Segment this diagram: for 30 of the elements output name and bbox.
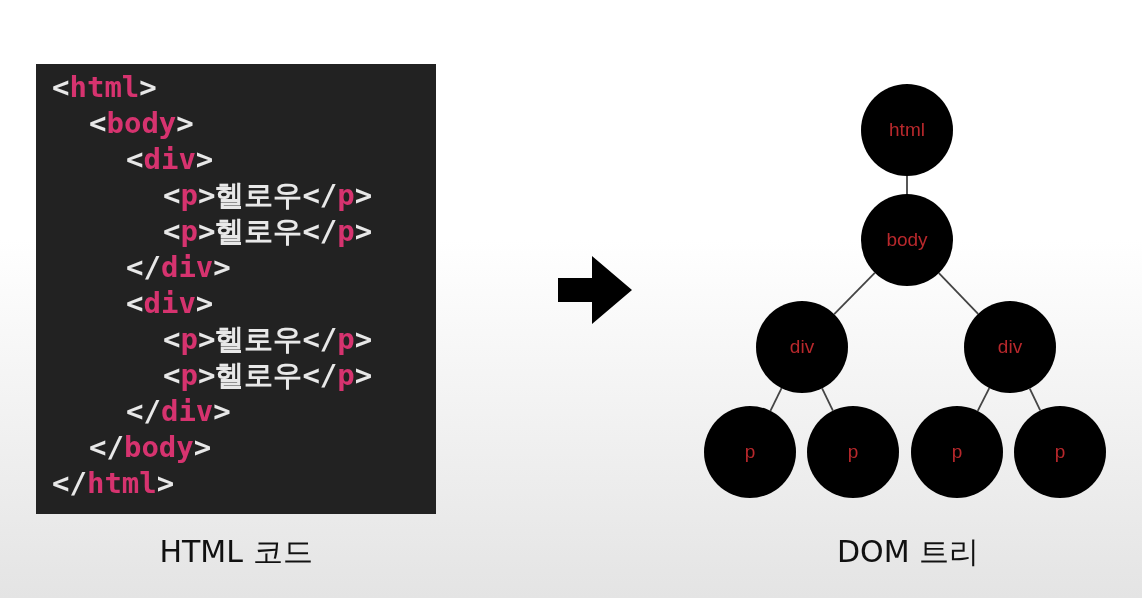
connector-line	[821, 387, 834, 412]
code-line: <div>	[126, 142, 214, 176]
caption: DOM 트리	[836, 533, 980, 571]
code-panel	[36, 64, 436, 514]
code-line: <div>	[126, 286, 214, 320]
code-line: <p>헬로우</p>	[163, 178, 373, 212]
code-line: <p>헬로우</p>	[163, 358, 373, 392]
tree-node: html	[861, 84, 953, 176]
code-line: <p>헬로우</p>	[163, 214, 373, 248]
tree-node: p	[807, 406, 899, 498]
node-label: HTML 코드	[159, 533, 313, 571]
code-line: </div>	[126, 250, 231, 284]
code-line: <html>	[52, 70, 157, 104]
connector-line	[769, 387, 783, 412]
tree-node: p	[911, 406, 1003, 498]
tree-node: div	[756, 301, 848, 393]
code-line: </div>	[126, 394, 231, 428]
tree-node: p	[704, 406, 796, 498]
connector-line	[976, 387, 991, 412]
code-line: </html>	[52, 466, 175, 500]
tree-node: body	[861, 194, 953, 286]
connector-line	[906, 175, 908, 195]
connector-line	[1028, 387, 1042, 412]
tree-node: div	[964, 301, 1056, 393]
connector-line	[938, 272, 979, 315]
connector-line	[833, 271, 876, 316]
code-line: <body>	[89, 106, 194, 140]
code-line: </body>	[89, 430, 212, 464]
code-line: <p>헬로우</p>	[163, 322, 373, 356]
tree-node: p	[1014, 406, 1106, 498]
